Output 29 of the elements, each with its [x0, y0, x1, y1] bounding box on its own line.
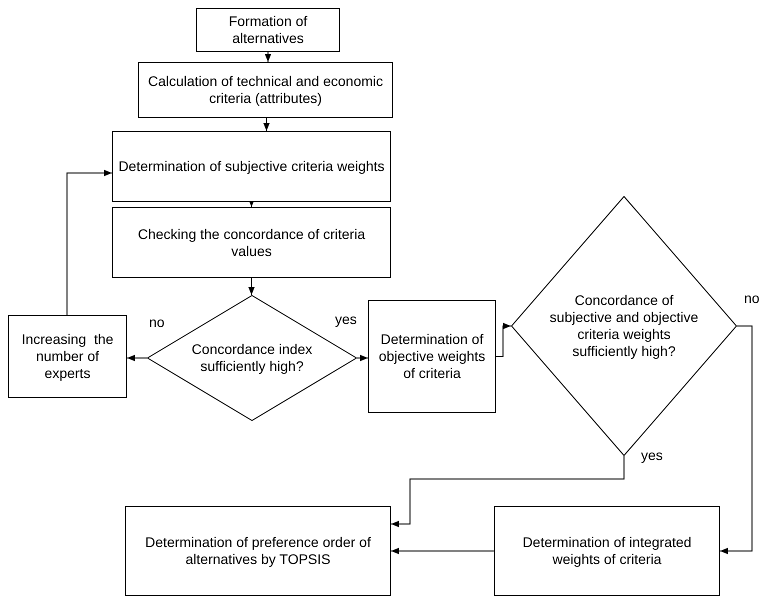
step-text: Checking the concordance of criteria values: [136, 226, 366, 260]
process-box: [112, 207, 391, 278]
arrow: [264, 52, 272, 62]
step-text: Determination of integrated weights of criteria: [522, 534, 692, 568]
process-box: [138, 62, 393, 118]
process-box: [196, 8, 340, 52]
arrow: [720, 326, 752, 554]
arrow: [390, 548, 494, 554]
step-text: Determination of preference order of alternatives by TOPSIS: [144, 534, 372, 568]
process-box: [112, 131, 391, 202]
arrow: [66, 170, 112, 316]
step-text: Concordance index sufficiently high?: [190, 341, 314, 375]
process-box: [494, 506, 720, 596]
decision-diamond: [147, 295, 357, 421]
step-text: Increasing the number of experts: [20, 331, 114, 382]
arrow: [248, 278, 255, 296]
arrow: [356, 354, 368, 362]
step-text: Concordance of subjective and objective criteria weights sufficiently high?: [549, 292, 699, 360]
step-text: Formation of alternatives: [228, 13, 308, 47]
step-text: Determination of objective weights of criteria: [378, 331, 486, 382]
step-text: Calculation of technical and economic criteria (attributes): [146, 73, 384, 107]
step-text: Determination of subjective criteria weights: [118, 158, 385, 175]
arrow: [126, 354, 148, 362]
arrow: [263, 118, 270, 132]
process-box: [8, 315, 127, 398]
process-box: [125, 506, 391, 596]
arrow: [496, 322, 512, 357]
arrow: [390, 456, 624, 528]
process-box: [368, 300, 496, 413]
